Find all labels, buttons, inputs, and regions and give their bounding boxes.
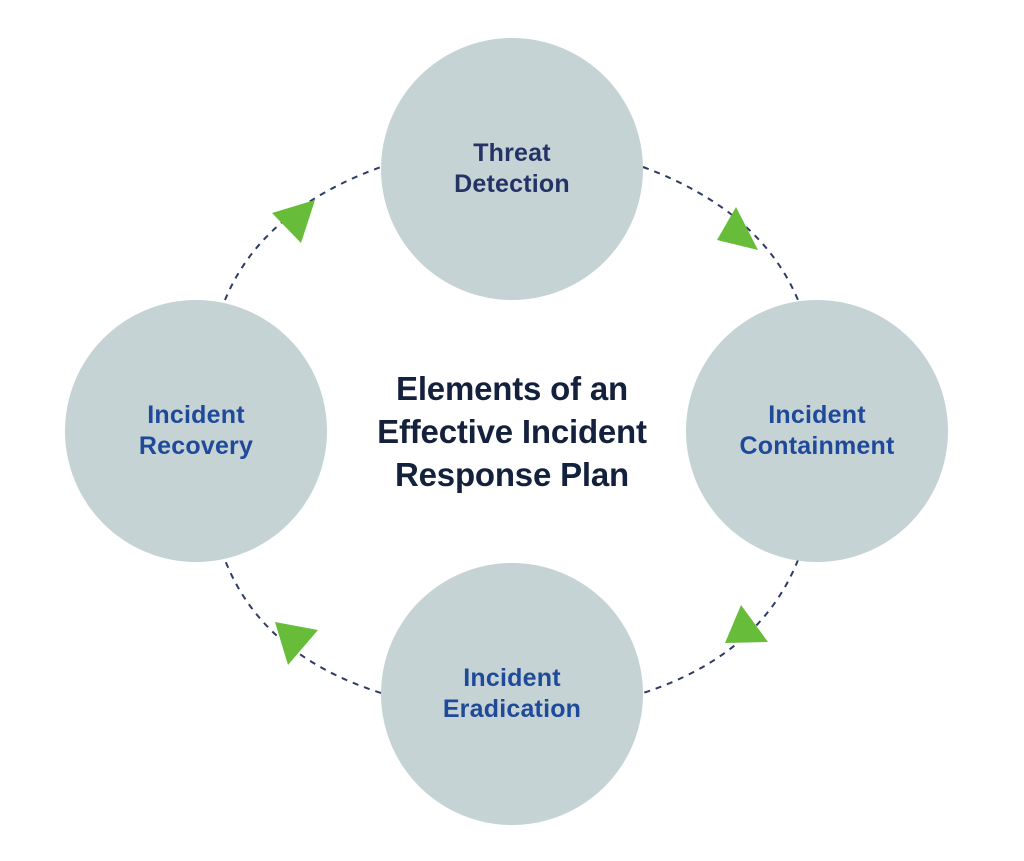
diagram-title-line2: Effective Incident	[377, 413, 647, 450]
node-threat-detection: Threat Detection	[381, 38, 643, 300]
node-incident-eradication: Incident Eradication	[381, 563, 643, 825]
node-incident-containment-line2: Containment	[739, 432, 895, 460]
node-incident-recovery-line2: Recovery	[138, 432, 254, 460]
node-incident-containment-line1: Incident	[768, 401, 866, 429]
node-incident-recovery-line1: Incident	[147, 401, 245, 429]
diagram-title-line3: Response Plan	[395, 456, 629, 493]
node-incident-eradication-line2: Eradication	[442, 695, 582, 723]
connector-containment-to-eradication	[642, 559, 799, 694]
arrow-to-threat-icon	[272, 200, 315, 243]
node-threat-detection-line2: Detection	[454, 170, 570, 198]
node-threat-detection-line1: Threat	[473, 139, 551, 167]
arrow-to-eradication-icon	[725, 605, 768, 643]
node-incident-eradication-line1: Incident	[463, 664, 561, 692]
node-incident-containment: Incident Containment	[686, 300, 948, 562]
diagram-title: Elements of an Effective Incident Respon…	[352, 367, 672, 496]
diagram-title-line1: Elements of an	[396, 370, 628, 407]
connector-eradication-to-recovery	[224, 559, 382, 694]
arrow-to-containment-icon	[717, 207, 758, 250]
connector-threat-to-containment	[642, 166, 799, 301]
cycle-arrows	[272, 200, 768, 665]
arrow-to-recovery-icon	[275, 622, 318, 665]
node-incident-recovery: Incident Recovery	[65, 300, 327, 562]
